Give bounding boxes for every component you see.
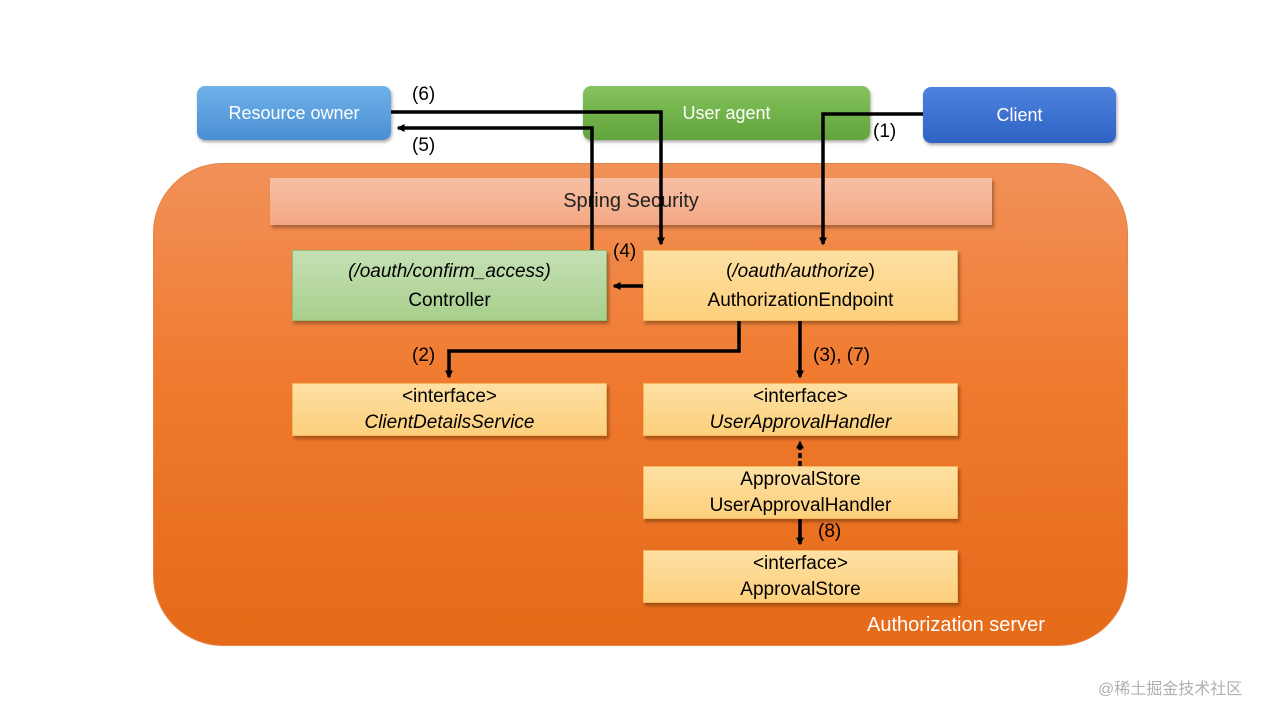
step-5-label: (5)	[412, 135, 436, 156]
approval-store-stereotype: <interface>	[752, 552, 849, 574]
step-4-label: (4)	[613, 241, 637, 262]
resource-owner-label: Resource owner	[228, 102, 360, 123]
user-approval-stereotype: <interface>	[752, 385, 849, 407]
user-agent-node: User agent	[583, 86, 870, 140]
step-6-label: (6)	[412, 84, 436, 105]
step-1-label: (1)	[873, 121, 897, 142]
step-2-label: (2)	[412, 345, 436, 366]
approval-store-node: <interface> ApprovalStore	[643, 550, 958, 603]
authorization-endpoint-path-line: (/oauth/authorize)	[726, 257, 875, 286]
user-approval-handler-node: <interface> UserApprovalHandler	[643, 383, 958, 436]
client-details-service-node: <interface> ClientDetailsService	[292, 383, 607, 436]
controller-path: (/oauth/confirm_access)	[348, 260, 551, 282]
resource-owner-node: Resource owner	[197, 86, 391, 140]
confirm-access-controller-node: (/oauth/confirm_access) Controller	[292, 250, 607, 321]
controller-name: Controller	[408, 289, 491, 311]
authorization-endpoint-node: (/oauth/authorize) AuthorizationEndpoint	[643, 250, 958, 321]
authorization-endpoint-path-open: (	[726, 260, 733, 282]
approval-store-handler-line2: UserApprovalHandler	[709, 494, 892, 516]
client-details-stereotype: <interface>	[401, 385, 498, 407]
user-approval-name: UserApprovalHandler	[709, 411, 892, 433]
authorization-endpoint-path-close: )	[868, 260, 875, 282]
client-label: Client	[996, 104, 1043, 125]
authorization-endpoint-name: AuthorizationEndpoint	[707, 289, 894, 311]
user-agent-label: User agent	[682, 102, 771, 123]
client-node: Client	[923, 87, 1116, 143]
approval-store-name: ApprovalStore	[740, 578, 861, 600]
authorization-server-label: Authorization server	[867, 614, 1045, 636]
spring-security-label: Spring Security	[563, 190, 699, 212]
watermark: @稀土掘金技术社区	[1098, 681, 1243, 698]
step-8-label: (8)	[818, 521, 842, 542]
spring-security-layer: Spring Security	[270, 178, 992, 225]
approval-store-user-approval-handler-node: ApprovalStore UserApprovalHandler	[643, 466, 958, 519]
client-details-name: ClientDetailsService	[364, 411, 535, 433]
step-3-7-label: (3), (7)	[813, 345, 870, 366]
authorization-endpoint-path: /oauth/authorize	[732, 260, 869, 282]
approval-store-handler-line1: ApprovalStore	[740, 468, 861, 490]
